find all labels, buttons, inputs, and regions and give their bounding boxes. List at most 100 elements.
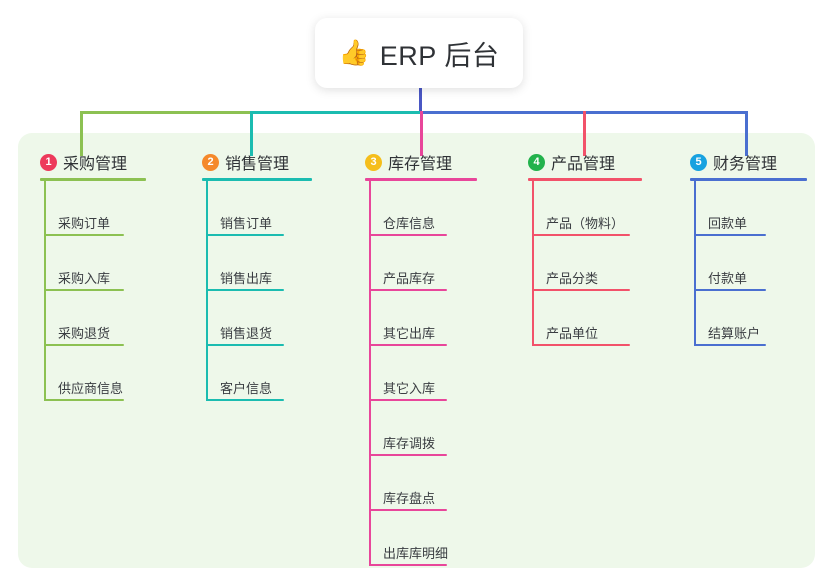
column-header-rule [202,178,312,181]
menu-item-rule [44,399,124,401]
menu-item-rule [532,289,630,291]
column-财务管理: 5 财务管理回款单付款单结算账户 [690,0,839,588]
root-node-title: ERP 后台 [379,40,500,71]
menu-item[interactable]: 产品（物料） [532,206,630,236]
menu-item-label: 产品（物料） [546,216,625,231]
menu-item-rule [206,234,284,236]
menu-item[interactable]: 仓库信息 [369,206,447,236]
menu-item-label: 采购退货 [58,326,111,341]
menu-item-label: 仓库信息 [383,216,436,231]
menu-item-label: 产品单位 [546,326,599,341]
drop-finance [745,111,748,156]
bar-teal [250,111,422,114]
menu-item-rule [369,399,447,401]
menu-item-label: 客户信息 [220,381,273,396]
column-index-badge: 4 [528,153,545,171]
menu-item[interactable]: 产品库存 [369,261,447,291]
root-node-erp-backend[interactable]: 👍 ERP 后台 [315,18,523,88]
column-header-rule [365,178,477,181]
column-title: 采购管理 [63,156,128,173]
menu-item-rule [694,234,766,236]
menu-item-label: 销售出库 [220,271,273,286]
menu-item-rule [369,289,447,291]
column-产品管理: 4 产品管理产品（物料） 产品分类产品单位 [528,0,688,588]
menu-item-rule [694,344,766,346]
menu-item-rule [694,289,766,291]
column-spine [369,181,371,566]
menu-item-label: 销售退货 [220,326,273,341]
menu-item[interactable]: 产品分类 [532,261,630,291]
menu-item[interactable]: 库存盘点 [369,481,447,511]
column-header-产品管理[interactable]: 4 产品管理 [528,150,615,174]
drop-purchase [80,111,83,156]
menu-item[interactable]: 采购退货 [44,316,124,346]
menu-item[interactable]: 回款单 [694,206,766,236]
column-spine [206,181,208,401]
menu-item[interactable]: 销售退货 [206,316,284,346]
menu-item-rule [369,234,447,236]
menu-item-rule [532,234,630,236]
menu-item-rule [369,454,447,456]
menu-item-label: 其它入库 [383,381,436,396]
drop-product [583,111,586,156]
menu-item-rule [44,344,124,346]
column-销售管理: 2 销售管理销售订单销售出库销售退货客户信息 [202,0,362,588]
menu-item[interactable]: 产品单位 [532,316,630,346]
column-header-财务管理[interactable]: 5 财务管理 [690,150,777,174]
column-header-rule [690,178,807,181]
column-index-badge: 2 [202,153,219,171]
menu-item[interactable]: 出库库明细 [369,536,454,566]
thumbs-up-icon: 👍 [338,38,370,67]
menu-item-rule [369,509,447,511]
menu-item-label: 结算账户 [708,326,761,341]
menu-item[interactable]: 销售订单 [206,206,284,236]
drop-sales [250,111,253,156]
menu-item-rule [44,234,124,236]
menu-item-rule [369,344,447,346]
menu-item-label: 库存调拨 [383,436,436,451]
menu-item[interactable]: 采购订单 [44,206,124,236]
column-title: 财务管理 [713,156,778,173]
bar-green [80,111,250,114]
menu-item-label: 付款单 [708,271,748,286]
menu-item-label: 采购入库 [58,271,111,286]
menu-item-label: 采购订单 [58,216,111,231]
menu-item-label: 出库库明细 [383,546,449,561]
menu-item[interactable]: 付款单 [694,261,766,291]
column-header-销售管理[interactable]: 2 销售管理 [202,150,289,174]
drop-stock [420,111,423,156]
menu-item-rule [532,344,630,346]
column-header-rule [528,178,642,181]
column-spine [44,181,46,401]
column-title: 库存管理 [388,156,453,173]
column-title: 销售管理 [225,156,290,173]
menu-item[interactable]: 结算账户 [694,316,766,346]
column-库存管理: 3 库存管理仓库信息产品库存其它出库其它入库库存调拨库存盘点出库库明细 [365,0,525,588]
column-title: 产品管理 [551,156,616,173]
menu-item[interactable]: 客户信息 [206,371,284,401]
column-header-rule [40,178,146,181]
menu-item-rule [206,289,284,291]
menu-item[interactable]: 供应商信息 [44,371,129,401]
menu-item-label: 其它出库 [383,326,436,341]
menu-item[interactable]: 其它入库 [369,371,447,401]
menu-item-rule [206,344,284,346]
menu-item-label: 库存盘点 [383,491,436,506]
menu-item-label: 产品库存 [383,271,436,286]
menu-item[interactable]: 采购入库 [44,261,124,291]
column-header-库存管理[interactable]: 3 库存管理 [365,150,452,174]
menu-item-label: 产品分类 [546,271,599,286]
column-spine [694,181,696,346]
menu-item[interactable]: 销售出库 [206,261,284,291]
column-index-badge: 3 [365,153,382,171]
menu-item-label: 供应商信息 [58,381,124,396]
column-index-badge: 5 [690,153,707,171]
menu-item-label: 销售订单 [220,216,273,231]
menu-item[interactable]: 库存调拨 [369,426,447,456]
column-spine [532,181,534,346]
menu-item-label: 回款单 [708,216,748,231]
menu-item[interactable]: 其它出库 [369,316,447,346]
